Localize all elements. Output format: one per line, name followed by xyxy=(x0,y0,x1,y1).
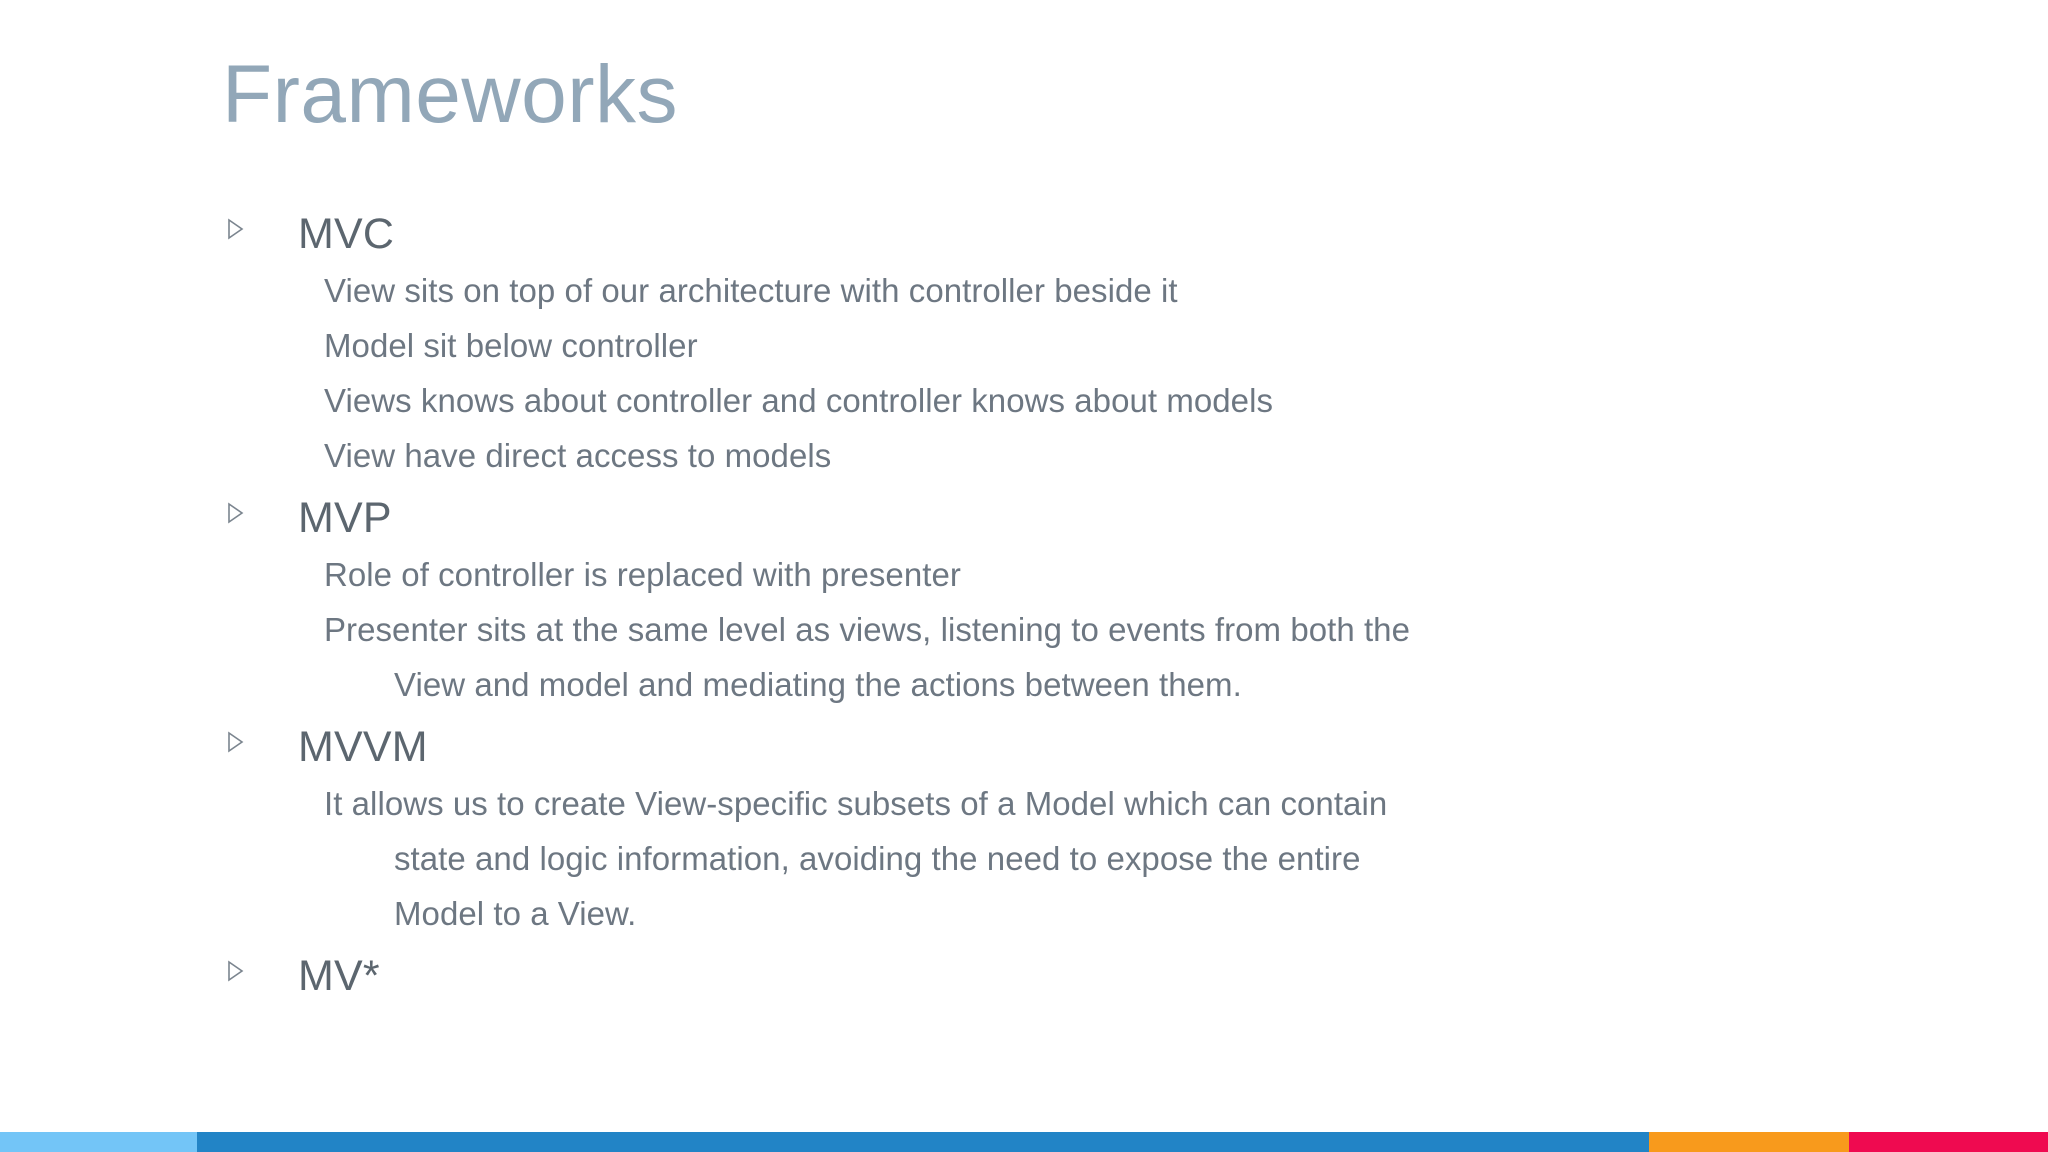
outline-heading: MVC xyxy=(298,210,395,258)
outline-subline: View sits on top of our architecture wit… xyxy=(324,272,1178,309)
page-title: Frameworks xyxy=(222,49,679,140)
outline-subline: Views knows about controller and control… xyxy=(324,382,1273,419)
outline-subline: View have direct access to models xyxy=(324,437,832,474)
outline-subline: Role of controller is replaced with pres… xyxy=(324,556,961,593)
outline-subline: Model sit below controller xyxy=(324,327,698,364)
outline-heading: MV* xyxy=(298,952,380,1000)
triangle-right-icon xyxy=(222,216,262,242)
outline-subline: state and logic information, avoiding th… xyxy=(394,840,1361,877)
outline-subline: View and model and mediating the actions… xyxy=(394,666,1242,703)
outline-heading: MVP xyxy=(298,494,392,542)
outline-group: MVVM It allows us to create View-specific… xyxy=(222,718,1922,947)
footer-color-bar xyxy=(0,1132,2048,1152)
footer-segment-light-blue xyxy=(0,1132,197,1152)
footer-segment-blue xyxy=(196,1132,1649,1152)
footer-segment-orange xyxy=(1648,1132,1850,1152)
outline-group: MVC View sits on top of our architecture … xyxy=(222,205,1922,489)
spacer xyxy=(222,1005,1922,1011)
outline-item-mvc[interactable]: MVC xyxy=(222,205,1922,263)
outline-item-mv[interactable]: MV* xyxy=(222,947,1922,1005)
outline-subline: Presenter sits at the same level as view… xyxy=(324,611,1410,648)
footer-segment-crimson xyxy=(1849,1132,2048,1152)
triangle-right-icon xyxy=(222,958,262,984)
triangle-right-icon xyxy=(222,500,262,526)
outline-item-mvvm[interactable]: MVVM xyxy=(222,718,1922,776)
triangle-right-icon xyxy=(222,729,262,755)
outline-group: MV* xyxy=(222,947,1922,1011)
outline-heading: MVVM xyxy=(298,723,428,771)
outline-group: MVP Role of controller is replaced with p… xyxy=(222,489,1922,718)
outline-item-mvp[interactable]: MVP xyxy=(222,489,1922,547)
outline-subline: It allows us to create View-specific sub… xyxy=(324,785,1388,822)
outline-subline: Model to a View. xyxy=(394,895,637,932)
outline-body: MVC View sits on top of our architecture … xyxy=(222,205,1922,1011)
